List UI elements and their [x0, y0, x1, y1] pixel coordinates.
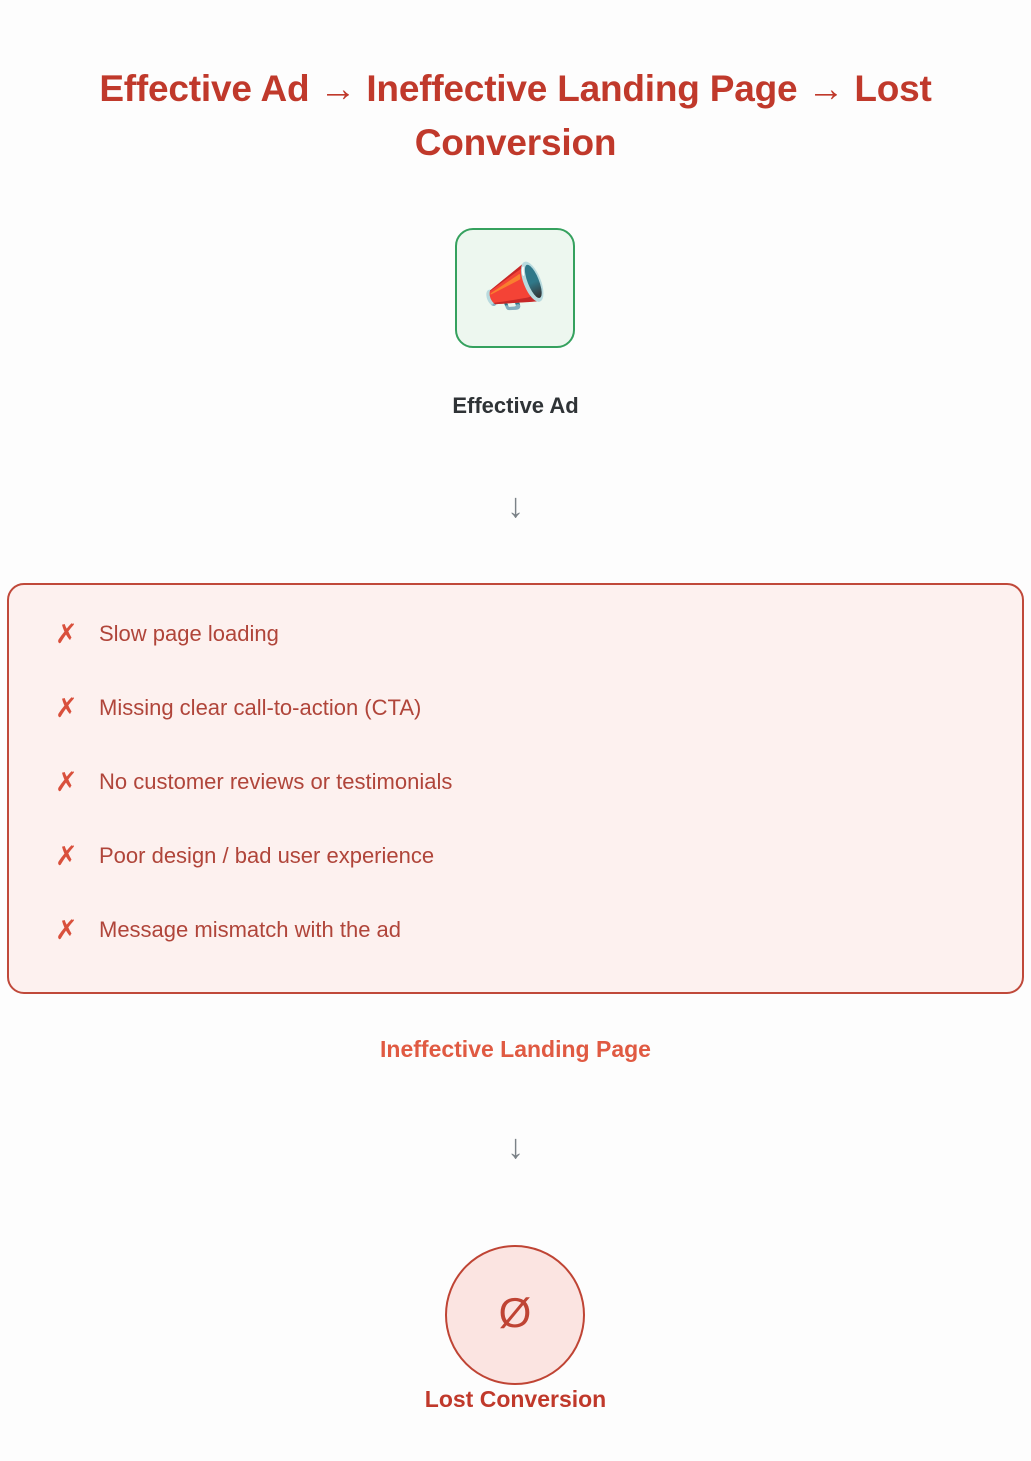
issue-label: No customer reviews or testimonials — [99, 769, 453, 794]
x-mark-icon: ✗ — [55, 841, 78, 871]
lost-conversion-circle: Ø — [445, 1245, 585, 1385]
effective-ad-label: Effective Ad — [452, 393, 579, 418]
x-mark-icon: ✗ — [55, 693, 78, 723]
list-item: ✗ No customer reviews or testimonials — [9, 767, 1022, 841]
down-arrow-icon-2: ↓ — [507, 1128, 524, 1166]
empty-set-icon: Ø — [498, 1289, 532, 1336]
issue-label: Message mismatch with the ad — [99, 917, 402, 942]
x-mark-icon: ✗ — [55, 915, 78, 945]
lost-conversion-label: Lost Conversion — [424, 1386, 607, 1412]
ineffective-landing-page-label: Ineffective Landing Page — [380, 1036, 651, 1062]
list-item: ✗ Slow page loading — [9, 619, 1022, 693]
list-item: ✗ Message mismatch with the ad — [9, 915, 1022, 989]
landing-page-issues-panel: ✗ Slow page loading ✗ Missing clear call… — [7, 583, 1024, 994]
effective-ad-icon-tile: 📣 — [455, 228, 575, 348]
list-item: ✗ Poor design / bad user experience — [9, 841, 1022, 915]
page-title: Effective Ad → Ineffective Landing Page … — [99, 68, 932, 163]
down-arrow-icon-1: ↓ — [507, 487, 524, 525]
issue-label: Missing clear call-to-action (CTA) — [99, 695, 422, 720]
megaphone-icon: 📣 — [482, 259, 548, 317]
issue-label: Slow page loading — [99, 621, 279, 646]
x-mark-icon: ✗ — [55, 619, 78, 649]
x-mark-icon: ✗ — [55, 767, 78, 797]
issue-label: Poor design / bad user experience — [99, 843, 435, 868]
list-item: ✗ Missing clear call-to-action (CTA) — [9, 693, 1022, 767]
